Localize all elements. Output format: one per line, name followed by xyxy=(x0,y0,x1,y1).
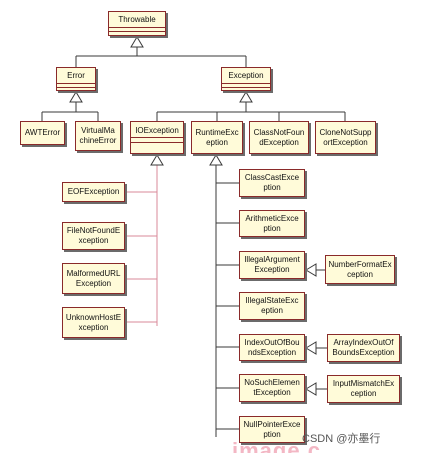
class-unknown-host-exception: UnknownHostE xception xyxy=(62,307,125,338)
watermark-ghost: image.c xyxy=(232,440,321,453)
connector-lines xyxy=(41,47,346,437)
inherits-error-arrow xyxy=(69,91,83,103)
class-no-such-element-exception: NoSuchElemen tException xyxy=(239,374,305,402)
inherits-runtime-exception-arrow xyxy=(209,154,223,166)
class-exception-label: Exception xyxy=(228,71,264,80)
class-eof-exception-label: EOFException xyxy=(67,187,120,196)
class-illegal-argument-exception-label: IllegalArgument Exception xyxy=(244,255,300,274)
class-awt-error: AWTError xyxy=(20,121,65,145)
class-class-cast-exception-label: ClassCastExce ption xyxy=(244,173,300,192)
class-malformed-url-exception-label: MalformedURL Exception xyxy=(66,268,121,288)
class-array-index-out-of-bounds-exception: ArrayIndexOutOf BoundsException xyxy=(327,334,400,362)
class-illegal-state-exception-label: IllegalStateExc eption xyxy=(245,296,299,315)
class-arithmetic-exception: ArithmeticExce ption xyxy=(239,210,305,237)
class-io-exception: IOException xyxy=(130,121,184,154)
inherits-illegal-argument-arrow xyxy=(305,263,317,277)
class-throwable: Throwable xyxy=(108,11,166,36)
inherits-no-such-element-arrow xyxy=(305,382,317,396)
class-error: Error xyxy=(56,67,96,91)
class-index-out-of-bounds-exception-label: IndexOutOfBou ndsException xyxy=(244,337,300,357)
class-clone-not-supported-exception-label: CloneNotSupp ortException xyxy=(319,127,372,147)
class-array-index-out-of-bounds-exception-label: ArrayIndexOutOf BoundsException xyxy=(332,338,395,357)
class-eof-exception: EOFException xyxy=(62,182,125,202)
class-io-exception-label: IOException xyxy=(135,126,179,135)
class-class-not-found-exception: ClassNotFoun dException xyxy=(249,121,309,154)
class-error-label: Error xyxy=(67,71,85,80)
class-null-pointer-exception-label: NullPointerExce ption xyxy=(243,419,301,439)
class-illegal-state-exception: IllegalStateExc eption xyxy=(239,292,305,320)
inherits-index-out-of-bounds-arrow xyxy=(305,341,317,355)
inheritance-arrowheads xyxy=(69,36,317,396)
class-null-pointer-exception: NullPointerExce ption xyxy=(239,416,305,443)
class-virtual-machine-error-label: VirtualMa chineError xyxy=(79,126,117,145)
class-input-mismatch-exception-label: InputMismatchEx ception xyxy=(332,379,395,398)
inherits-io-exception-arrow xyxy=(150,154,164,166)
class-file-not-found-exception-label: FileNotFoundE xception xyxy=(66,226,121,245)
inherits-exception-arrow xyxy=(239,91,253,103)
class-arithmetic-exception-label: ArithmeticExce ption xyxy=(245,213,299,233)
class-runtime-exception: RuntimeExc eption xyxy=(191,121,243,154)
class-runtime-exception-label: RuntimeExc eption xyxy=(195,127,239,147)
class-illegal-argument-exception: IllegalArgument Exception xyxy=(239,251,305,279)
class-file-not-found-exception: FileNotFoundE xception xyxy=(62,222,125,250)
class-input-mismatch-exception: InputMismatchEx ception xyxy=(327,375,400,403)
inherits-throwable-arrow xyxy=(130,36,144,48)
class-class-not-found-exception-label: ClassNotFoun dException xyxy=(253,127,305,147)
class-throwable-label: Throwable xyxy=(118,15,156,24)
class-virtual-machine-error: VirtualMa chineError xyxy=(75,121,121,151)
class-unknown-host-exception-label: UnknownHostE xception xyxy=(65,312,122,332)
class-index-out-of-bounds-exception: IndexOutOfBou ndsException xyxy=(239,334,305,361)
class-malformed-url-exception: MalformedURL Exception xyxy=(62,263,125,294)
class-class-cast-exception: ClassCastExce ption xyxy=(239,169,305,197)
class-exception: Exception xyxy=(221,67,271,91)
class-awt-error-label: AWTError xyxy=(24,128,61,137)
class-clone-not-supported-exception: CloneNotSupp ortException xyxy=(315,121,376,154)
class-no-such-element-exception-label: NoSuchElemen tException xyxy=(244,378,300,397)
csdn-watermark: CSDN @亦墨行 xyxy=(302,433,381,445)
class-number-format-exception-label: NumberFormatEx ception xyxy=(328,259,392,279)
class-number-format-exception: NumberFormatEx ception xyxy=(325,255,395,284)
